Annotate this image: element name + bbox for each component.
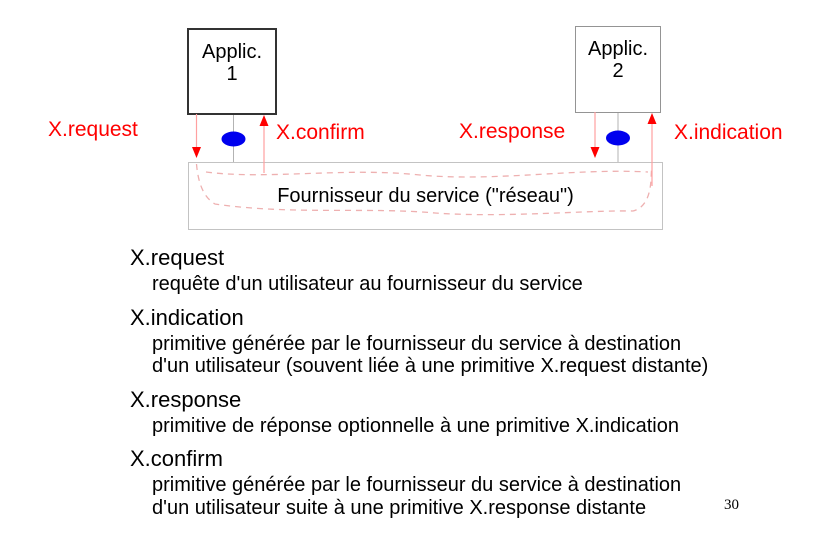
response-arrowhead-icon [590, 147, 600, 158]
application-2-label-line2: 2 [612, 60, 624, 82]
definition-text-confirm-line1: primitive générée par le fournisseur du … [152, 474, 682, 496]
application-1-label-line2: 1 [226, 63, 238, 85]
service-primitives-diagram: Applic. 1 Applic. 2 Fournisseur du servi… [0, 0, 824, 250]
request-arrowhead-icon [192, 147, 201, 158]
definition-term-response: X.response [130, 386, 242, 412]
request-primitive-label: X.request [48, 118, 138, 141]
application-1-label-line1: Applic. [201, 41, 263, 63]
application-1-box: Applic. 1 [187, 28, 277, 115]
definition-text-indication-line2: d'un utilisateur (souvent liée à une pri… [152, 355, 709, 377]
confirm-arrowhead-icon [259, 115, 269, 126]
service-provider-label: Fournisseur du service ("réseau") [277, 184, 574, 207]
definition-text-request: requête d'un utilisateur au fournisseur … [152, 273, 583, 295]
page-number: 30 [724, 497, 739, 513]
indication-arrowhead-icon [647, 113, 657, 124]
indication-primitive-label: X.indication [674, 121, 783, 144]
service-provider-box: Fournisseur du service ("réseau") [188, 162, 663, 230]
application-2-label-line1: Applic. [587, 38, 649, 60]
definition-text-confirm-line2: d'un utilisateur suite à une primitive X… [152, 496, 647, 519]
definition-text-response: primitive de réponse optionnelle à une p… [152, 414, 679, 437]
primitive-definitions-list: X.request requête d'un utilisateur au fo… [130, 243, 810, 519]
definition-term-confirm: X.confirm [130, 446, 223, 471]
sap-ellipse-left-icon [221, 131, 246, 147]
response-primitive-label: X.response [459, 120, 566, 143]
definition-text-indication-line1: primitive générée par le fournisseur du … [152, 332, 682, 355]
definition-term-indication: X.indication [130, 304, 244, 330]
sap-ellipse-right-icon [606, 130, 630, 146]
confirm-primitive-label: X.confirm [276, 121, 365, 144]
definition-term-request: X.request [130, 245, 225, 270]
application-2-box: Applic. 2 [575, 26, 661, 113]
